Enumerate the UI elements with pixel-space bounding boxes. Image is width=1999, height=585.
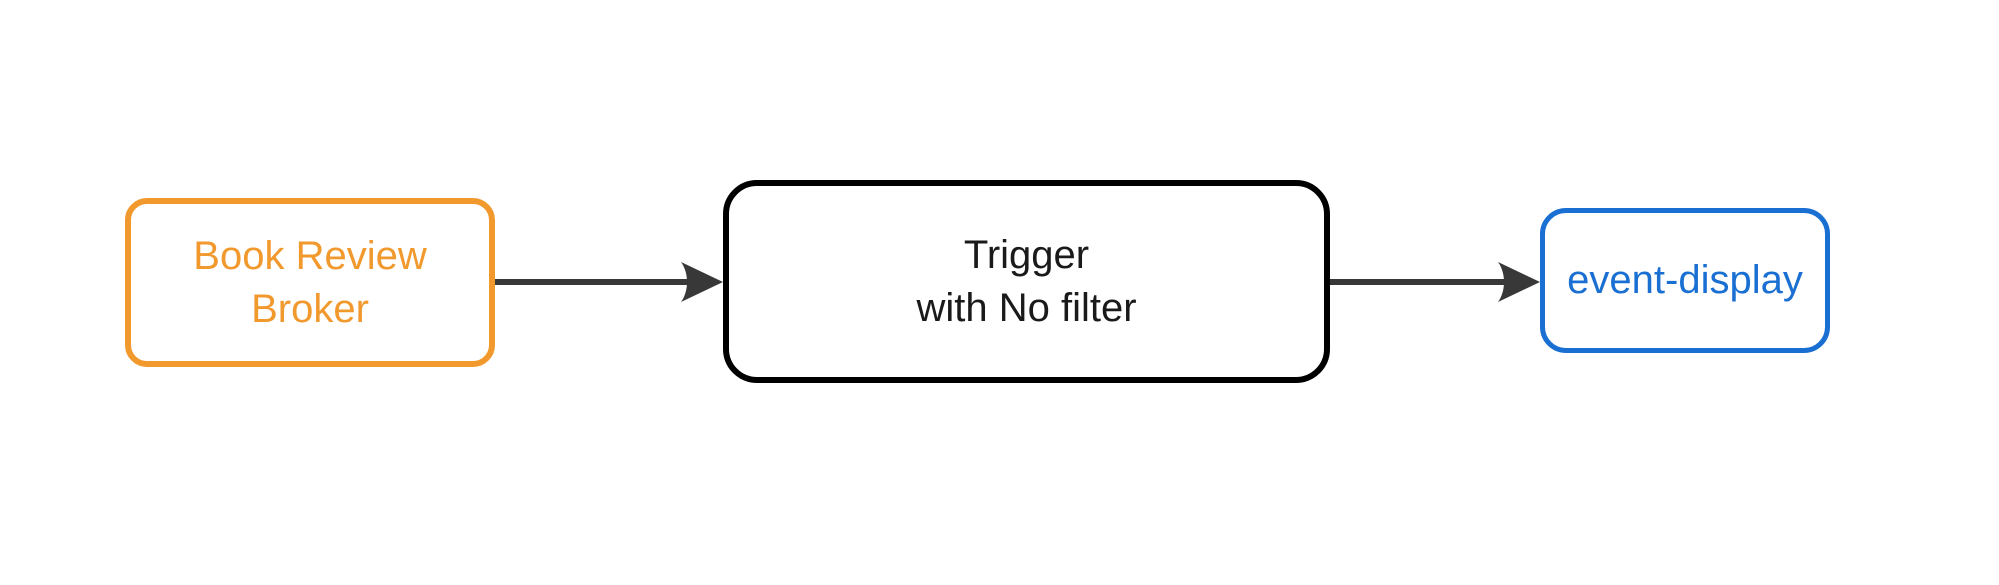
node-trigger-label: Trigger with No filter [916, 232, 1137, 330]
node-book-review-broker-label: Book Review Broker [193, 233, 427, 331]
node-event-display-label: event-display [1567, 258, 1803, 303]
node-book-review-broker: Book Review Broker [125, 198, 495, 367]
node-trigger-with-no-filter: Trigger with No filter [723, 180, 1330, 383]
node-event-display: event-display [1540, 208, 1830, 353]
arrowhead-icon [1498, 262, 1540, 302]
edge-trigger-to-event-display [1330, 262, 1540, 302]
edge-broker-to-trigger [495, 262, 723, 302]
arrowhead-icon [681, 262, 723, 302]
